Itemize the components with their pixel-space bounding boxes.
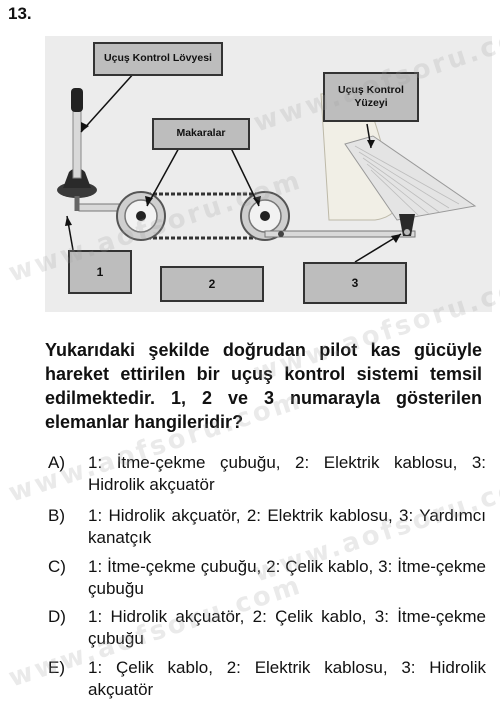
number-box-3: 3 [303,262,407,304]
control-surface [344,135,477,221]
question-number: 13. [8,4,32,23]
option-a-letter: A) [48,453,65,472]
figure-drawing [57,71,477,263]
option-d-text: 1: Hidrolik akçuatör, 2: Çelik kablo, 3:… [88,607,486,648]
option-b[interactable]: B) 1: Hidrolik akçuatör, 2: Elektrik kab… [48,505,486,549]
number-box-1-text: 1 [96,265,104,279]
leader-pulley-2 [229,145,260,207]
option-b-text: 1: Hidrolik akçuatör, 2: Elektrik kablos… [88,506,486,547]
number-box-2-text: 2 [208,277,216,291]
option-a-text: 1: İtme-çekme çubuğu, 2: Elektrik kablos… [88,453,486,494]
surface-ridges [354,145,460,217]
leader-stick [80,71,136,133]
option-e-letter: E) [48,658,65,677]
option-c-text: 1: İtme-çekme çubuğu, 2: Çelik kablo, 3:… [88,557,486,598]
label-control-surface-line2: Yüzeyi [354,97,388,109]
option-e[interactable]: E) 1: Çelik kablo, 2: Elektrik kablosu, … [48,657,486,701]
option-d[interactable]: D) 1: Hidrolik akçuatör, 2: Çelik kablo,… [48,606,486,650]
label-pulleys: Makaralar [152,118,250,150]
leader-pulley-1 [146,145,181,207]
option-d-letter: D) [48,607,66,626]
number-box-3-text: 3 [351,276,359,290]
option-e-text: 1: Çelik kablo, 2: Elektrik kablosu, 3: … [88,658,486,699]
option-a[interactable]: A) 1: İtme-çekme çubuğu, 2: Elektrik kab… [48,452,486,496]
stick-grip [71,88,83,112]
number-box-1: 1 [68,250,132,294]
number-box-2: 2 [160,266,264,302]
label-control-stick-text: Uçuş Kontrol Lövyesi [104,52,212,65]
rod-2 [264,230,416,238]
label-pulleys-text: Makaralar [176,127,226,140]
label-control-stick: Uçuş Kontrol Lövyesi [93,42,223,76]
control-horn [399,214,415,236]
label-control-surface: Uçuş Kontrol Yüzeyi [323,72,419,122]
label-control-surface-line1: Uçuş Kontrol [338,83,404,96]
question-text: Yukarıdaki şekilde doğrudan pilot kas gü… [45,340,482,432]
option-b-letter: B) [48,506,65,525]
option-c-letter: C) [48,557,66,576]
control-system-figure: Uçuş Kontrol Lövyesi Makaralar Uçuş Kont… [45,36,492,312]
option-c[interactable]: C) 1: İtme-çekme çubuğu, 2: Çelik kablo,… [48,556,486,600]
stick-shaft [72,107,82,179]
